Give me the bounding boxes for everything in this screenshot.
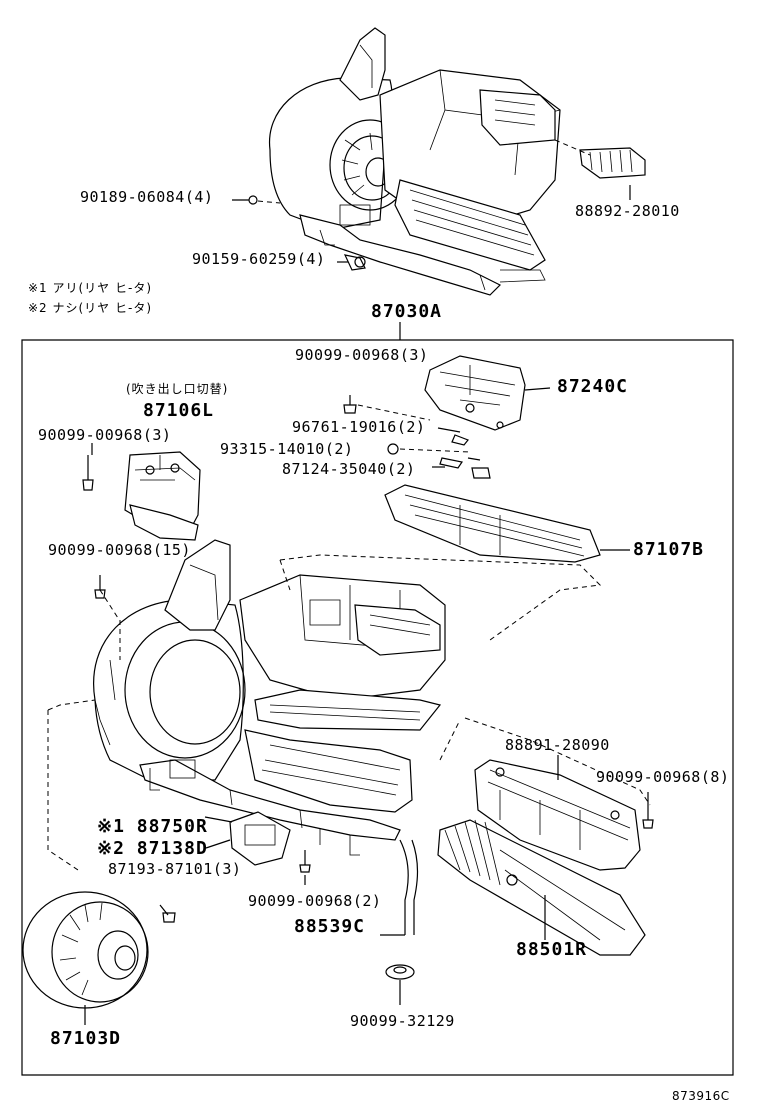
resistor-drawing xyxy=(159,811,311,923)
label-90189-06084: 90189-06084(4) xyxy=(80,188,214,206)
small-parts-cluster xyxy=(343,395,491,479)
note-outlet-switch: (吹き出し口切替) xyxy=(126,382,229,396)
actuator-87106l-drawing xyxy=(82,451,201,541)
label-90099-00968-3-left: 90099-00968(3) xyxy=(38,426,172,444)
label-87103d: 87103D xyxy=(50,1028,122,1049)
label-90159-60259: 90159-60259(4) xyxy=(192,250,326,268)
label-96761-19016: 96761-19016(2) xyxy=(292,418,426,436)
label-90099-00968-2: 90099-00968(2) xyxy=(248,892,382,910)
label-87106l: 87106L xyxy=(143,400,215,421)
top-leader-lines xyxy=(232,139,631,263)
label-90099-00968-3-top: 90099-00968(3) xyxy=(295,346,429,364)
main-housing-guides xyxy=(47,554,602,871)
note-without-rear-heater: ※2 ナシ(リヤ ヒ-タ) xyxy=(28,301,153,315)
label-87030a: 87030A xyxy=(371,301,443,322)
label-90099-00968-15: 90099-00968(15) xyxy=(48,541,191,559)
label-90099-00968-8: 90099-00968(8) xyxy=(596,768,730,786)
assembly-frame xyxy=(21,322,734,1076)
label-88539c: 88539C xyxy=(294,916,366,937)
grommet-drawing xyxy=(385,964,415,1005)
main-housing-drawing xyxy=(93,539,446,935)
label-87138d: ※2 87138D xyxy=(97,838,208,859)
actuator-87240c-drawing xyxy=(424,355,551,431)
label-93315-14010: 93315-14010(2) xyxy=(220,440,354,458)
note-with-rear-heater: ※1 アリ(リヤ ヒ-タ) xyxy=(28,281,153,295)
label-88750r: ※1 88750R xyxy=(97,816,208,837)
blower-motor-87103d-drawing xyxy=(22,891,149,1009)
label-88892-28010: 88892-28010 xyxy=(575,202,680,220)
label-88891-28090: 88891-28090 xyxy=(505,736,610,754)
top-heater-unit-drawing xyxy=(248,27,646,296)
diagram-code: 873916C xyxy=(672,1089,730,1103)
label-87124-35040: 87124-35040(2) xyxy=(282,460,416,478)
evaporator-87107b-drawing xyxy=(384,484,630,563)
label-87107b: 87107B xyxy=(633,539,705,560)
duct-88501r-drawing xyxy=(437,819,646,956)
label-87193-87101: 87193-87101(3) xyxy=(108,860,242,878)
label-87240c: 87240C xyxy=(557,376,629,397)
leader-lines xyxy=(84,443,405,1025)
label-90099-32129: 90099-32129 xyxy=(350,1012,455,1030)
label-88501r: 88501R xyxy=(516,939,588,960)
duct-88891-drawing xyxy=(439,717,654,871)
